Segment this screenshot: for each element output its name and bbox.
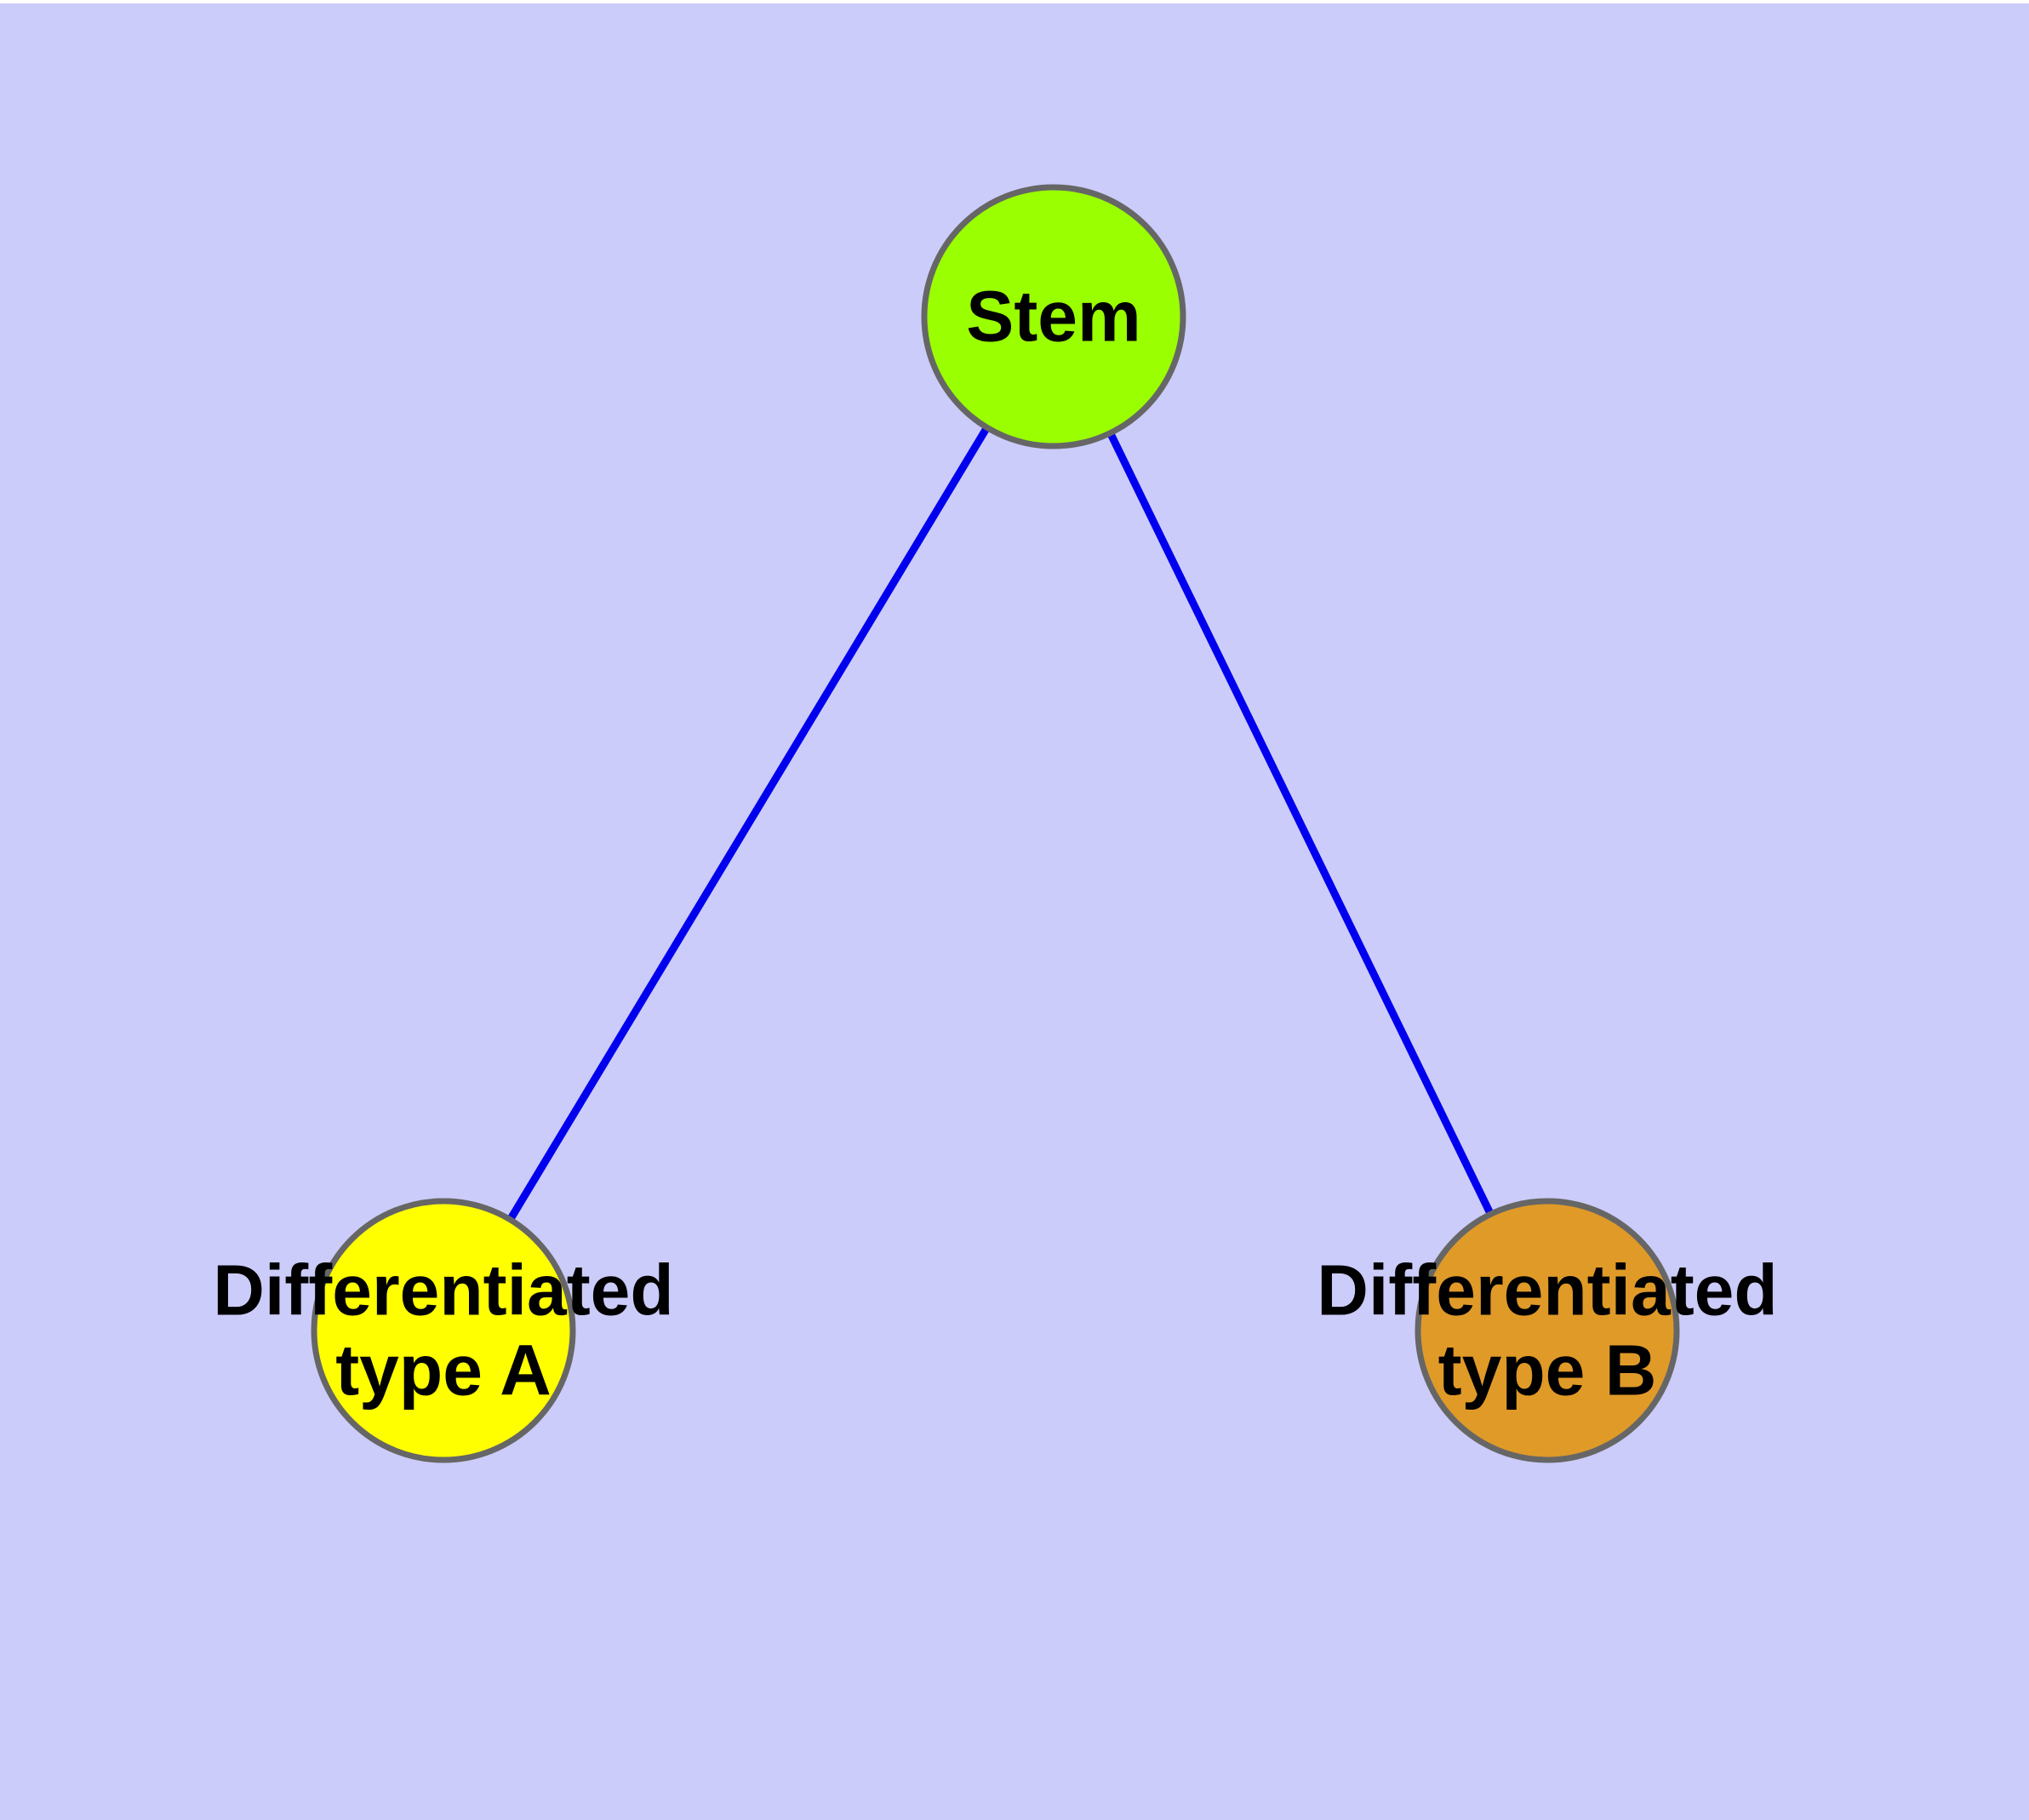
node-label-line: Stem [966, 277, 1140, 357]
node-layer [311, 184, 1680, 1463]
node-differentiated-type-a-circle[interactable] [311, 1198, 576, 1463]
node-differentiated-type-b-circle[interactable] [1415, 1198, 1680, 1463]
edge-stem-to-differentiated-type-a[interactable] [440, 314, 1057, 1333]
edge-layer [440, 314, 1552, 1333]
node-stem-circle[interactable] [921, 184, 1186, 449]
node-stem-label: Stem [966, 277, 1140, 357]
edge-stem-to-differentiated-type-b[interactable] [1049, 315, 1552, 1332]
node-label-line: type A [335, 1331, 552, 1411]
node-label-line: Differentiated [213, 1251, 673, 1331]
top-margin-strip [0, 0, 2029, 3]
node-label-line: Differentiated [1317, 1251, 1777, 1331]
node-label-line: type B [1438, 1331, 1657, 1411]
